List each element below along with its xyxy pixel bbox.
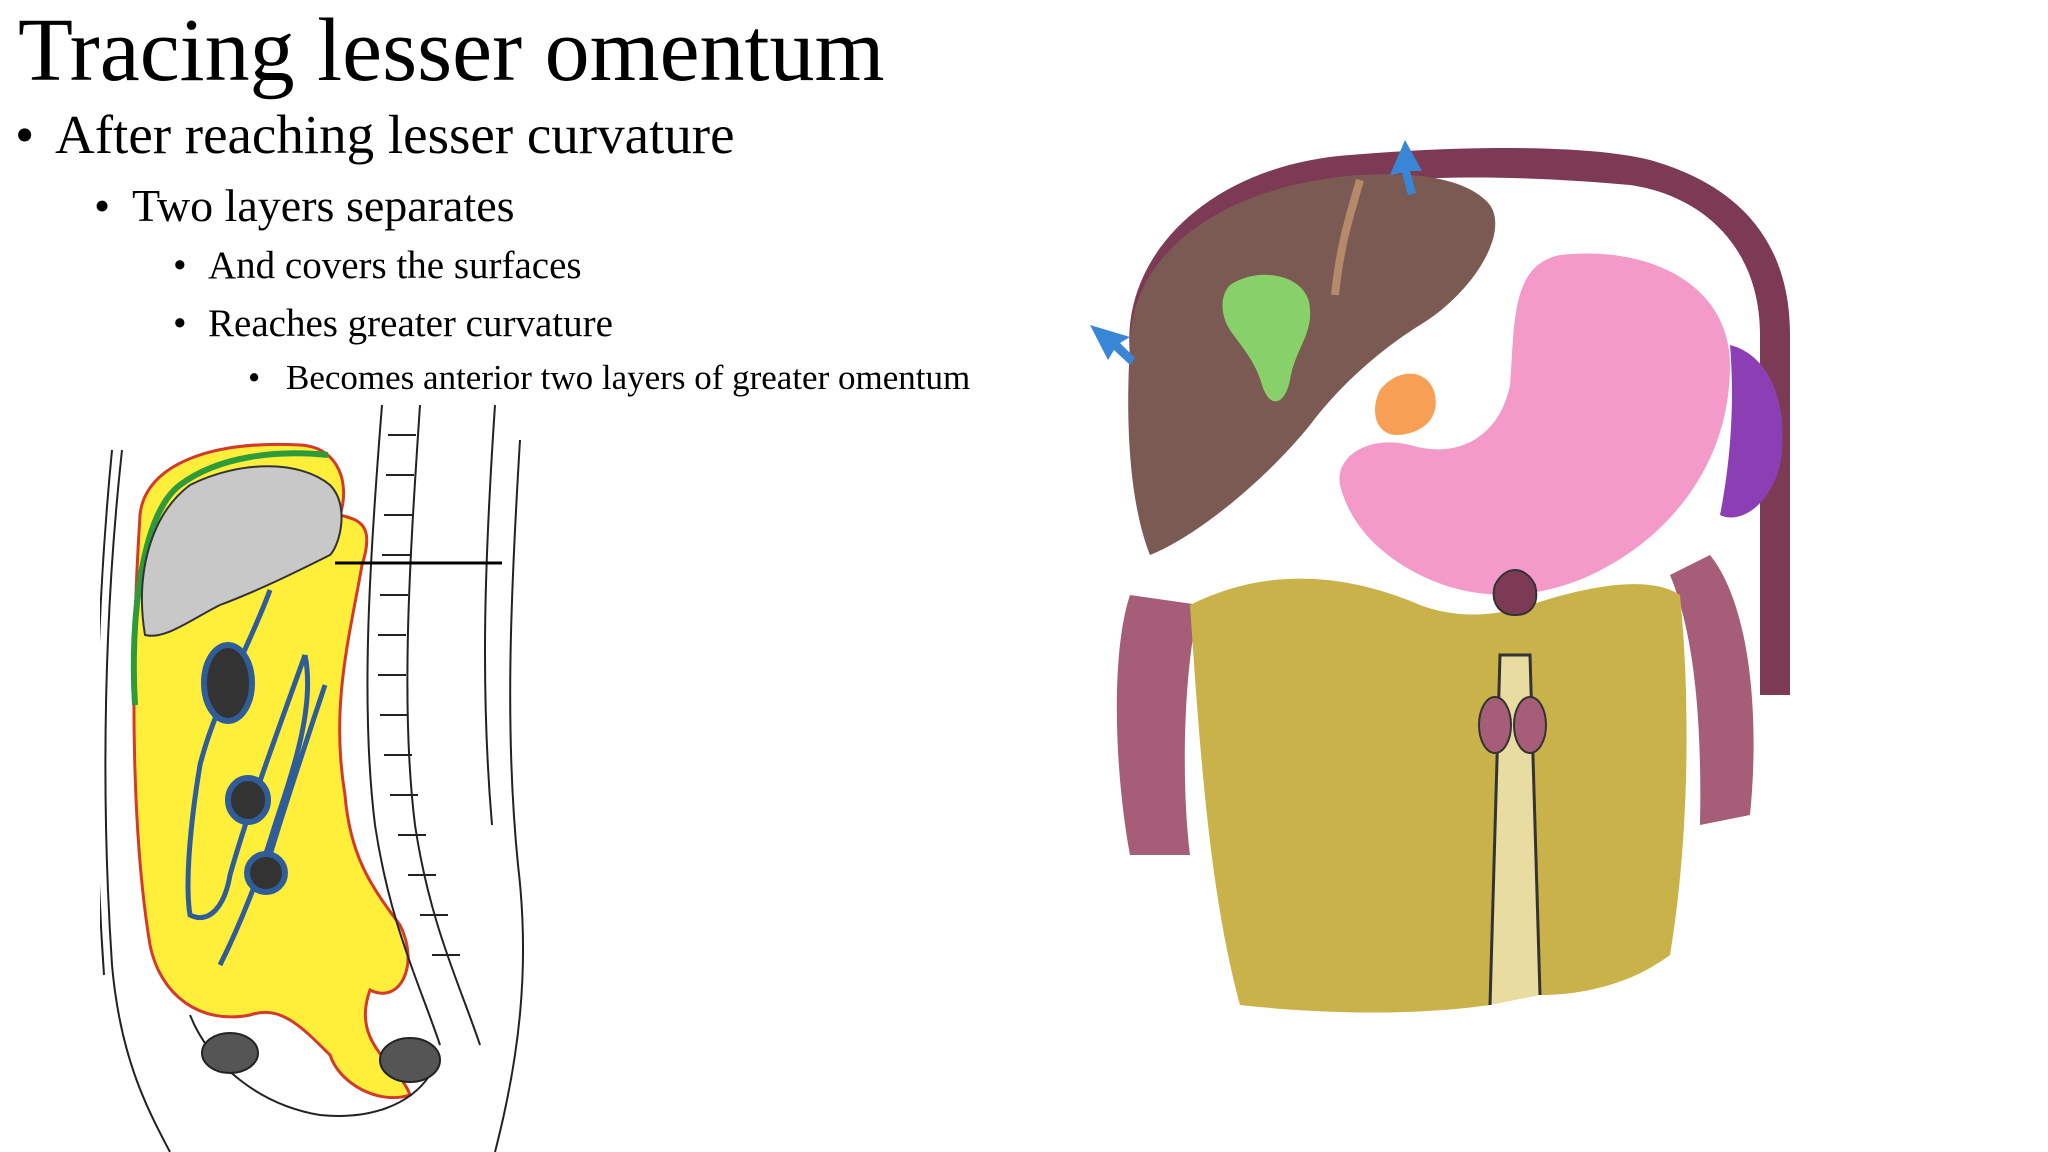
transverse-colon-section — [225, 775, 271, 825]
bullet-dot: • — [248, 358, 261, 397]
bullet-dot: • — [173, 302, 187, 345]
bullet-text: Reaches greater curvature — [208, 302, 613, 345]
liver — [141, 465, 343, 637]
greater-omentum — [1190, 578, 1687, 1013]
gallbladder — [1222, 274, 1311, 402]
liver — [1128, 174, 1496, 555]
stomach — [1339, 253, 1730, 595]
bullet-level-3: • Reaches greater curvature — [173, 302, 613, 346]
stomach-section — [201, 642, 255, 724]
slide-title: Tracing lesser omentum — [18, 1, 885, 100]
small-intestine-section — [244, 851, 288, 895]
falciform-ligament — [1331, 178, 1364, 296]
bullet-level-1: • After reaching lesser curvature — [15, 104, 735, 166]
bullet-dot: • — [94, 180, 111, 231]
bullet-text: Two layers separates — [132, 180, 515, 231]
pancreas — [1375, 373, 1436, 435]
omental-notch — [1492, 569, 1538, 617]
bullet-text: And covers the surfaces — [208, 244, 582, 287]
spleen — [1720, 345, 1783, 518]
greater-omentum-illustration — [1090, 140, 1790, 1013]
descending-colon — [1670, 555, 1754, 825]
transverse-colon — [1513, 696, 1547, 754]
bullet-level-3: • And covers the surfaces — [173, 244, 582, 288]
bullet-dot: • — [15, 104, 35, 165]
vertebral-column — [366, 405, 481, 1046]
sagittal-section-illustration — [100, 405, 525, 1152]
bullet-dot: • — [173, 244, 187, 287]
bullet-text: Becomes anterior two layers of greater o… — [286, 358, 971, 397]
greater-sac-line — [130, 450, 329, 706]
bullet-level-4: • Becomes anterior two layers of greater… — [248, 358, 971, 398]
transverse-colon — [1478, 696, 1512, 754]
bullet-level-2: • Two layers separates — [94, 180, 515, 232]
ascending-colon — [1116, 595, 1200, 855]
arrow-icon — [1390, 140, 1422, 195]
arrow-icon — [1090, 325, 1135, 365]
diaphragm — [1129, 148, 1790, 695]
bullet-text: After reaching lesser curvature — [55, 104, 735, 165]
